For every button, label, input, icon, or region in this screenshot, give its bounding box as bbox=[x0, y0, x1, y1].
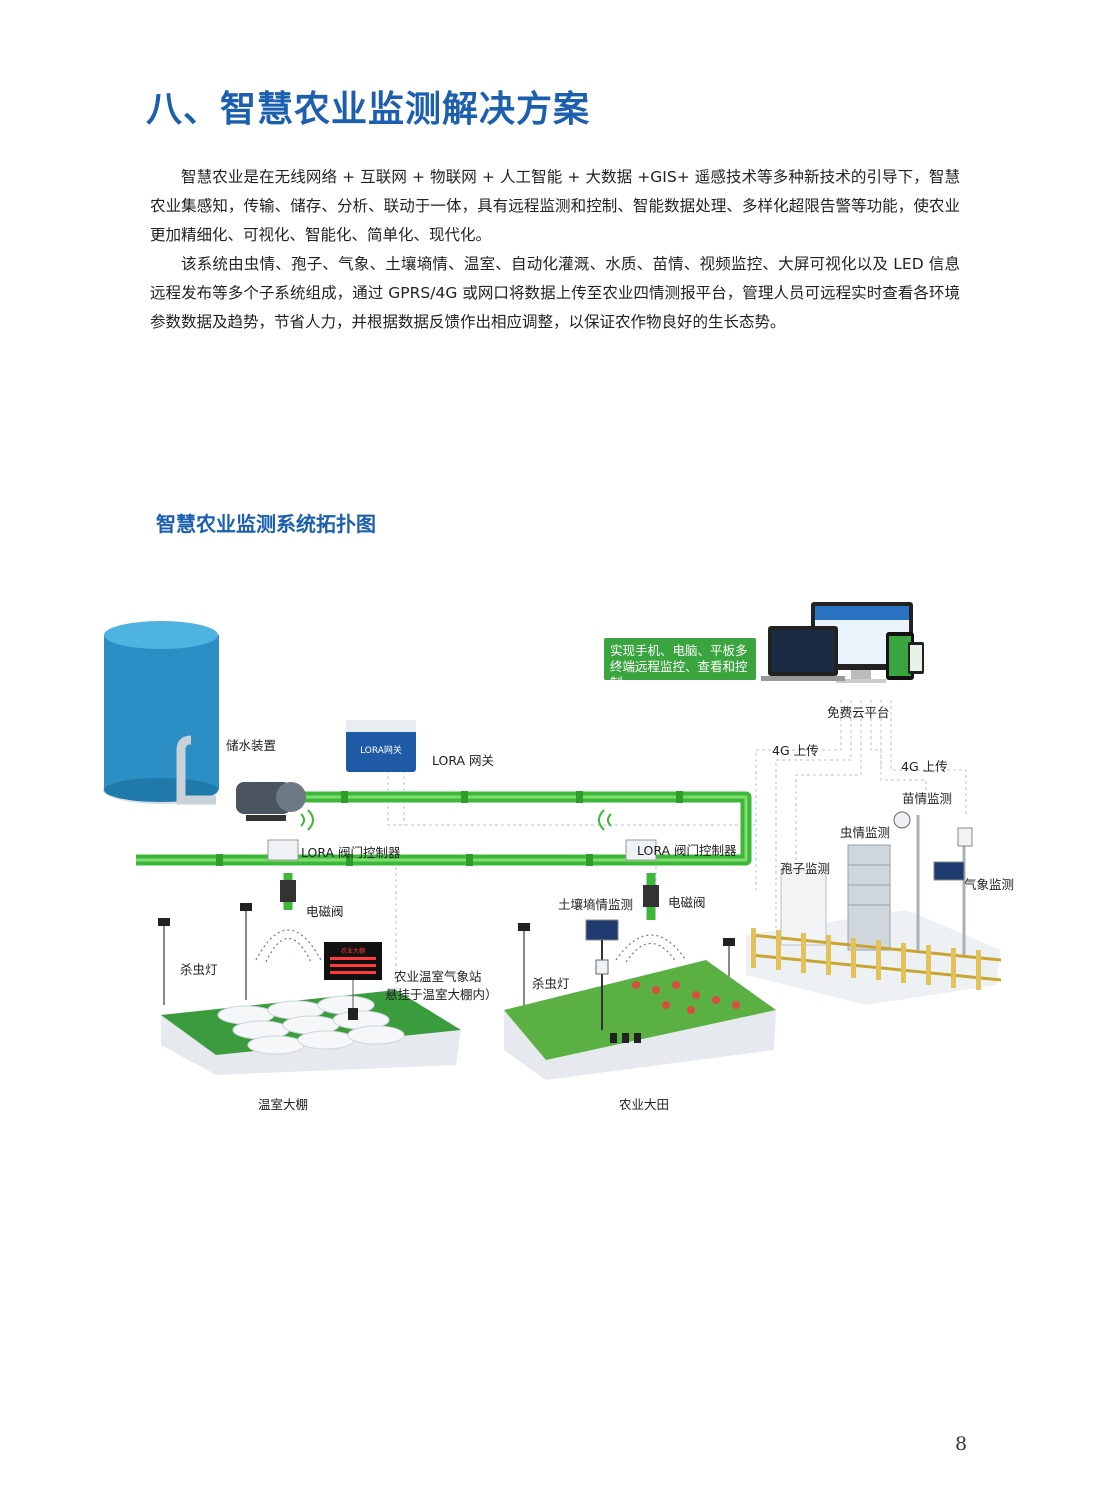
label-seedling-monitor: 苗情监测 bbox=[902, 791, 953, 806]
water-tank bbox=[103, 621, 219, 805]
paragraph-1: 智慧农业是在无线网络 + 互联网 + 物联网 + 人工智能 + 大数据 +GIS… bbox=[150, 168, 960, 244]
lora-gateway-device: LORA网关 bbox=[346, 720, 416, 772]
body-text: 智慧农业是在无线网络 + 互联网 + 物联网 + 人工智能 + 大数据 +GIS… bbox=[150, 163, 960, 337]
callout-line-2: 终端远程监控、查看和控制 bbox=[610, 659, 748, 690]
topology-diagram: LORA网关 bbox=[96, 590, 1036, 1130]
water-pump bbox=[236, 782, 306, 821]
label-cloud-platform: 免费云平台 bbox=[827, 705, 890, 720]
label-weather-monitor: 气象监测 bbox=[964, 877, 1015, 892]
label-insect-lamp-1: 杀虫灯 bbox=[180, 962, 218, 977]
greenhouse-led-board: 农业大棚 bbox=[324, 942, 382, 1020]
label-water-storage: 储水装置 bbox=[226, 738, 277, 753]
label-pest-monitor: 虫情监测 bbox=[840, 825, 891, 840]
label-lora-gateway: LORA 网关 bbox=[432, 753, 495, 768]
farmland-platform bbox=[504, 919, 776, 1080]
label-farmland: 农业大田 bbox=[619, 1097, 670, 1112]
page-heading: 八、智慧农业监测解决方案 bbox=[146, 89, 591, 130]
label-soil-moisture: 土壤墒情监测 bbox=[558, 897, 634, 912]
monitoring-station bbox=[746, 811, 1002, 1005]
label-valve-controller-1: LORA 阀门控制器 bbox=[301, 845, 401, 860]
label-upload-4g-1: 4G 上传 bbox=[772, 743, 819, 758]
greenhouse-platform bbox=[161, 990, 461, 1075]
terminal-devices bbox=[761, 602, 924, 683]
label-greenhouse: 温室大棚 bbox=[258, 1097, 309, 1112]
page-number: 8 bbox=[955, 1433, 968, 1455]
label-upload-4g-2: 4G 上传 bbox=[901, 759, 948, 774]
topology-illustration: LORA网关 bbox=[103, 602, 1002, 1080]
diagram-title: 智慧农业监测系统拓扑图 bbox=[156, 512, 376, 536]
valve-controllers bbox=[267, 809, 657, 861]
solenoid-valves bbox=[255, 880, 687, 963]
multi-terminal-callout: 实现手机、电脑、平板多 终端远程监控、查看和控制 bbox=[604, 638, 756, 690]
label-solenoid-valve-2: 电磁阀 bbox=[668, 895, 706, 910]
label-solenoid-valve-1: 电磁阀 bbox=[306, 904, 344, 919]
callout-line-1: 实现手机、电脑、平板多 bbox=[610, 643, 748, 658]
label-greenhouse-station-note: 悬挂于温室大棚内） bbox=[385, 987, 498, 1002]
label-spore-monitor: 孢子监测 bbox=[780, 861, 831, 876]
paragraph-2: 该系统由虫情、孢子、气象、土壤墒情、温室、自动化灌溉、水质、苗情、视频监控、大屏… bbox=[150, 255, 960, 331]
led-board-text: 农业大棚 bbox=[341, 947, 365, 955]
label-valve-controller-2: LORA 阀门控制器 bbox=[637, 843, 737, 858]
label-greenhouse-station: 农业温室气象站 bbox=[394, 969, 482, 984]
gateway-device-text: LORA网关 bbox=[360, 744, 402, 756]
label-insect-lamp-2: 杀虫灯 bbox=[532, 976, 570, 991]
